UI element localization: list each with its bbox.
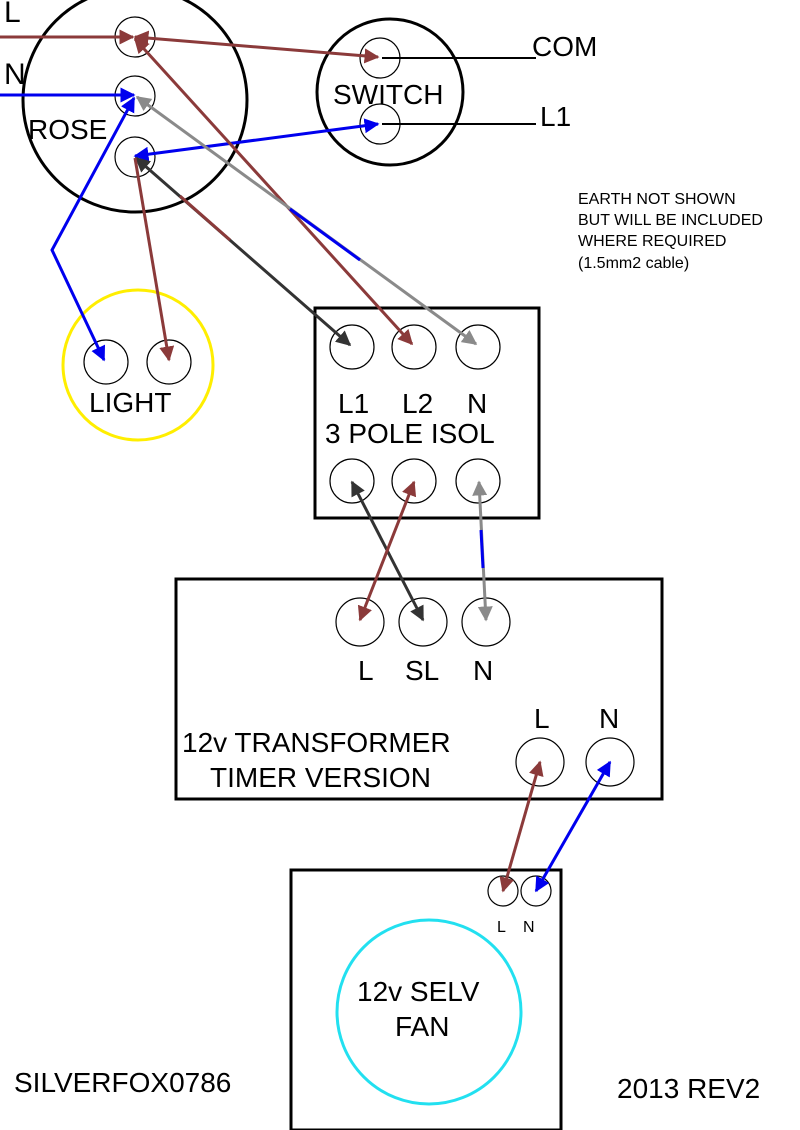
rose-title: ROSE (28, 114, 107, 145)
light-terminal-n (83, 339, 129, 385)
fan-title-line-2: FAN (395, 1011, 449, 1042)
wire-neutral-blue-sleeve (289, 207, 361, 262)
fan-title-line-1: 12v SELV (357, 976, 480, 1007)
light-title: LIGHT (89, 387, 171, 418)
wire-rose-to-switch-com (133, 30, 380, 64)
revision-label: 2013 REV2 (617, 1073, 760, 1104)
transformer-terminal-sl (398, 597, 448, 647)
incoming-live-label: L (4, 0, 21, 29)
switch-l1-label: L1 (540, 101, 571, 132)
transformer-in-n-label: N (473, 655, 493, 686)
transformer-title-line-1: 12v TRANSFORMER (182, 727, 451, 758)
transformer-in-l-label: L (358, 655, 374, 686)
note-line-4: (1.5mm2 cable) (578, 255, 689, 272)
isolator-terminal-top-3 (455, 324, 501, 370)
isolator-terminal-3-label: N (467, 388, 487, 419)
transformer-title-line-2: TIMER VERSION (210, 762, 431, 793)
wire-rose-loop-to-light (133, 157, 175, 362)
wire-transformer-l-to-fan-l (499, 760, 544, 893)
note-line-2: BUT WILL BE INCLUDED (578, 212, 763, 229)
transformer-out-n-label: N (599, 703, 619, 734)
transformer-out-l-label: L (534, 703, 550, 734)
light-terminal-l (146, 339, 192, 385)
wire-switched-live-brown-sleeve (179, 194, 231, 242)
wire-switch-l1-to-rose (133, 118, 380, 162)
isolator-terminal-2-label: L2 (402, 388, 433, 419)
author-label: SILVERFOX0786 (14, 1067, 231, 1098)
isolator-terminal-top-2 (391, 324, 437, 370)
wire-rose-neutral-to-light (50, 96, 136, 362)
wire-transformer-n-to-fan-n (534, 760, 612, 893)
fan-terminal-n-label: N (523, 919, 535, 936)
fan-terminal-l-label: L (497, 919, 506, 936)
note-line-3: WHERE REQUIRED (578, 233, 726, 250)
incoming-neutral-label: N (4, 58, 26, 91)
isolator-title: 3 POLE ISOL (325, 418, 495, 449)
wire-neutral-blue-sleeve-2 (479, 529, 485, 569)
isolator-terminal-bot-2 (391, 458, 437, 504)
transformer-in-sl-label: SL (405, 655, 439, 686)
fan-enclosure (289, 868, 563, 1130)
note-line-1: EARTH NOT SHOWN (578, 191, 736, 208)
isolator-terminal-1-label: L1 (338, 388, 369, 419)
wire-rose-loop-to-isolator-l1 (134, 156, 352, 347)
switch-title: SWITCH (333, 79, 443, 110)
wire-isolator-l2-to-transformer-l (357, 480, 417, 622)
fan-ring (335, 918, 523, 1106)
switch-com-label: COM (532, 31, 597, 62)
transformer-terminal-l (335, 597, 385, 647)
isolator-terminal-bot-1 (329, 458, 375, 504)
isolator-terminal-bot-3 (455, 458, 501, 504)
